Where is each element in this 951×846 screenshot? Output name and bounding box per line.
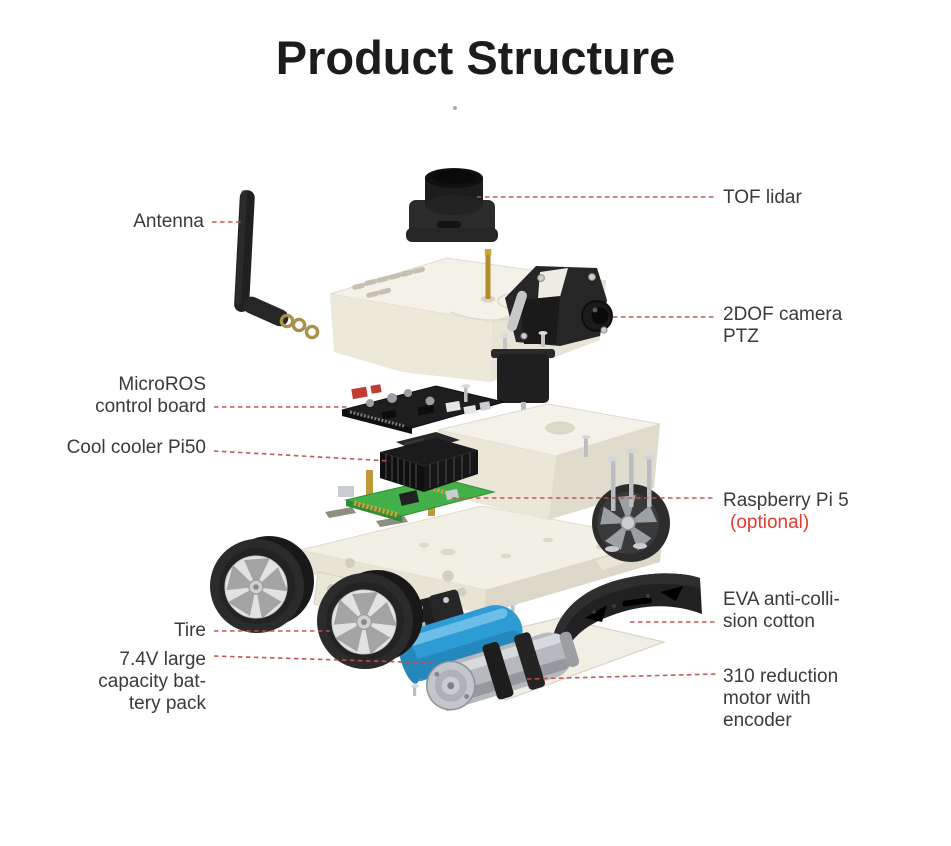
cooler-label: Cool cooler Pi50 — [66, 437, 206, 458]
raspberry-pi-label: Raspberry Pi 5 — [723, 490, 849, 511]
front-wheel-part — [210, 536, 314, 633]
battery-label-line1: 7.4V large — [119, 649, 206, 670]
cooler-part — [380, 432, 478, 492]
microros-board-part — [341, 384, 506, 434]
page-title: Product Structure — [275, 31, 676, 84]
motor-part — [426, 631, 580, 711]
camera-ptz-part — [491, 266, 613, 417]
antenna-part — [234, 189, 289, 327]
callout-battery: 7.4V large capacity bat- tery pack — [0, 649, 206, 715]
callout-motor: 310 reduction motor with encoder — [723, 666, 838, 732]
rear-left-wheel-part — [317, 570, 423, 669]
callout-raspberry-pi: Raspberry Pi 5 (optional) — [723, 490, 849, 534]
antenna-label: Antenna — [133, 211, 204, 232]
callout-antenna: Antenna — [0, 211, 204, 233]
camera-label-line2: PTZ — [723, 326, 759, 347]
title-speck — [453, 106, 457, 110]
tof-lidar-label: TOF lidar — [723, 187, 802, 208]
callout-microros: MicroROS control board — [0, 374, 206, 418]
rear-wheel-part — [592, 448, 670, 562]
eva-bumper-part — [552, 573, 702, 656]
microros-label-line2: control board — [95, 396, 206, 417]
raspberry-pi-part — [338, 470, 496, 522]
microros-label-line1: MicroROS — [118, 374, 206, 395]
tire-label: Tire — [173, 620, 206, 641]
battery-label-line2: capacity bat- — [98, 671, 206, 692]
tof-lidar-part — [406, 168, 498, 242]
motor-label-line3: encoder — [723, 710, 792, 731]
eva-label-line1: EVA anti-colli- — [723, 589, 840, 610]
callout-tire: Tire — [0, 620, 206, 642]
motor-label-line2: motor with — [723, 688, 811, 709]
eva-label-line2: sion cotton — [723, 611, 815, 632]
callout-camera: 2DOF camera PTZ — [723, 304, 842, 348]
callout-eva: EVA anti-colli- sion cotton — [723, 589, 840, 633]
callout-tof-lidar: TOF lidar — [723, 187, 802, 209]
callout-cooler: Cool cooler Pi50 — [0, 437, 206, 459]
antenna-washers — [279, 313, 320, 340]
raspberry-pi-optional-note: (optional) — [730, 512, 810, 533]
motor-label-line1: 310 reduction — [723, 666, 839, 687]
leader-cooler — [213, 450, 391, 462]
camera-label-line1: 2DOF camera — [723, 304, 843, 325]
battery-label-line3: tery pack — [128, 693, 206, 714]
